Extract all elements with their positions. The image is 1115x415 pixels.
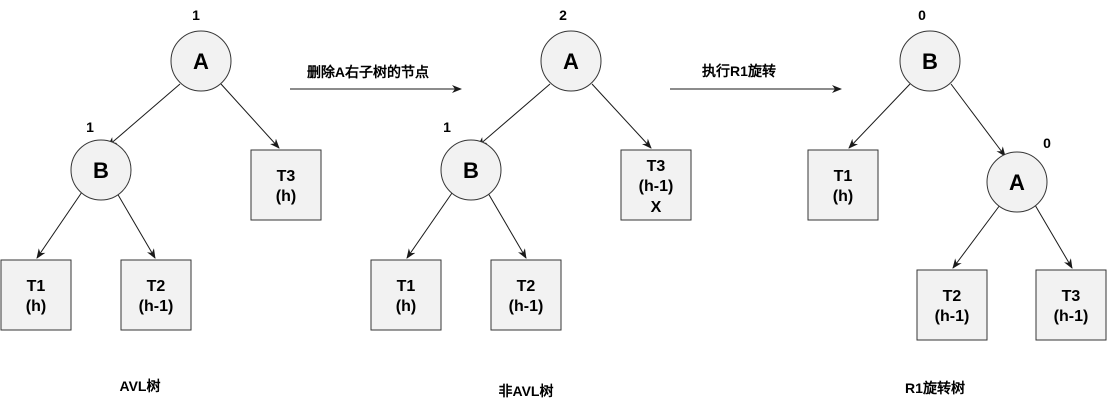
subtree-t3-name: T3 [277,168,296,185]
subtree-t2-height: (h-1) [139,298,174,315]
node-a-label: A [1009,170,1025,195]
subtree-t2-name: T2 [943,288,962,305]
subtree-t3-name: T3 [647,158,666,175]
node-b-balance-factor: 1 [443,119,451,135]
operation-rotate: 执行R1旋转 [670,63,842,93]
subtree-t1 [807,149,879,221]
tree-caption: R1旋转树 [905,380,965,396]
node-a-label: A [193,49,209,74]
node-b-label: B [93,158,109,183]
subtree-t2-name: T2 [147,278,166,295]
subtree-t3 [620,149,692,221]
node-a-balance-factor: 1 [192,7,200,23]
edge-a-to-t3 [220,83,280,149]
subtree-t2 [490,259,562,331]
subtree-t3-height: (h-1) [1054,308,1089,325]
subtree-t1-height: (h) [396,298,416,315]
subtree-t3-height: (h-1) [639,178,674,195]
edge-b-to-a [950,83,1006,157]
edge-b-to-t2 [487,192,527,259]
node-a-balance-factor: 0 [1043,135,1051,151]
node-b-label: B [463,158,479,183]
subtree-t1-name: T1 [834,168,853,185]
node-b-balance-factor: 1 [86,119,94,135]
subtree-t1-name: T1 [27,278,46,295]
tree-avl: A 1 B 1 T3 (h) T1 (h) T2 (h-1) AVL树 [0,7,322,394]
node-a [986,151,1048,213]
subtree-t2-height: (h-1) [935,308,970,325]
tree-caption: 非AVL树 [499,383,554,399]
node-b-label: B [922,49,938,74]
subtree-t2-name: T2 [517,278,536,295]
subtree-t1-name: T1 [397,278,416,295]
node-a-balance-factor: 2 [559,7,567,23]
node-b [899,30,961,92]
subtree-t3-name: T3 [1062,288,1081,305]
subtree-t3-height: (h) [276,188,296,205]
subtree-t1 [0,259,72,331]
operation-delete-label: 删除A右子树的节点 [307,64,429,80]
operation-delete: 删除A右子树的节点 [290,64,462,93]
edge-a-to-b [107,83,181,147]
subtree-t1 [370,259,442,331]
node-b [70,139,132,201]
node-a [540,30,602,92]
edge-b-to-t1 [36,191,83,259]
subtree-t2 [916,269,988,341]
node-b-balance-factor: 0 [918,7,926,23]
edge-a-to-t2 [952,204,1001,269]
edge-a-to-b [477,83,551,147]
edge-b-to-t1 [406,192,453,259]
node-a [170,30,232,92]
tree-caption: AVL树 [120,378,161,394]
edge-a-to-t3 [1034,204,1073,269]
tree-non-avl: A 2 B 1 T3 (h-1) X T1 (h) T2 (h-1) 非AVL树 [370,7,692,399]
subtree-t2-height: (h-1) [509,298,544,315]
subtree-t1-height: (h) [833,188,853,205]
node-a-label: A [563,49,579,74]
subtree-t3 [1035,269,1107,341]
edge-a-to-t3 [591,83,652,149]
subtree-t3 [250,149,322,221]
subtree-t2 [120,259,192,331]
operation-rotate-label: 执行R1旋转 [702,63,776,79]
subtree-t3-deleted-mark: X [651,199,662,216]
edge-b-to-t2 [116,192,156,259]
subtree-t1-height: (h) [26,298,46,315]
edge-b-to-t1 [848,83,911,149]
node-b [440,139,502,201]
tree-r1-rotated: B 0 A 0 T1 (h) T2 (h-1) T3 (h-1) R1旋转树 [807,7,1107,396]
